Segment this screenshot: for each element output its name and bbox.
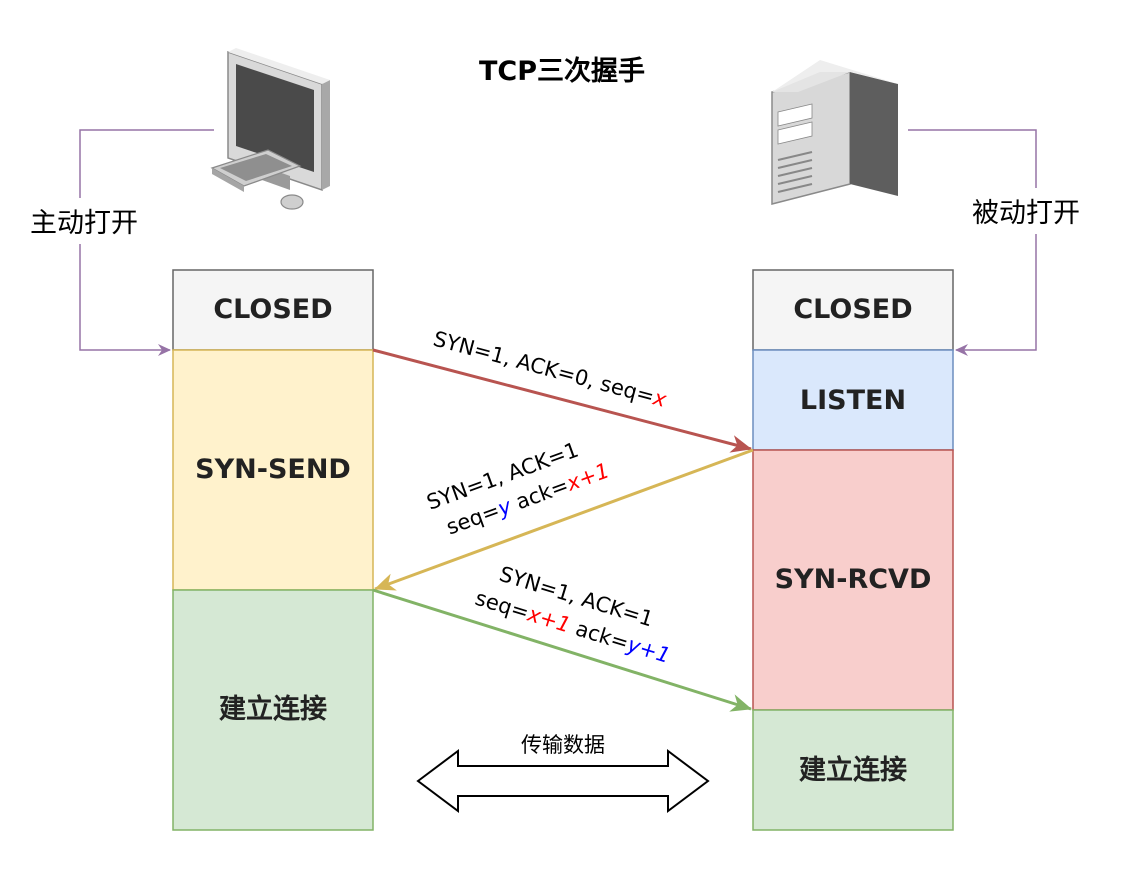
ack-arrow [372,588,752,712]
desktop-computer-icon [210,48,330,210]
passive-open-connector [908,129,1096,356]
server-syn-rcvd-box [752,449,954,711]
syn-ack-arrow [374,448,754,591]
message-2-label: SYN=1, ACK=1 seq=y ack=x+1 [424,438,613,540]
data-transfer-double-arrow [416,749,710,813]
server-listen-box [752,349,954,451]
client-state-established: 建立连接 [219,693,327,725]
server-state-column [752,269,954,831]
passive-open-label: 被动打开 [972,198,1080,229]
server-state-closed: CLOSED [793,294,912,325]
server-state-syn-rcvd: SYN-RCVD [775,564,932,595]
active-open-label: 主动打开 [30,208,138,239]
server-state-established: 建立连接 [799,754,907,786]
server-established-box [752,709,954,831]
active-open-connector [14,129,214,356]
server-icon [771,60,898,205]
message-1-label: SYN=1, ACK=0, seq=x [431,327,670,412]
syn-arrow [372,348,752,453]
server-closed-box [752,269,954,351]
diagram-title: TCP三次握手 [479,56,645,87]
client-state-closed: CLOSED [213,294,332,325]
message-3-label: SYN=1, ACK=1 seq=x+1 ack=y+1 [472,562,673,668]
server-state-listen: LISTEN [800,385,906,416]
client-syn-send-box [172,349,374,591]
client-state-syn-send: SYN-SEND [195,454,351,485]
client-state-column [172,269,374,831]
client-established-box [172,589,374,831]
client-closed-box [172,269,374,351]
data-transfer-label: 传输数据 [521,733,605,757]
